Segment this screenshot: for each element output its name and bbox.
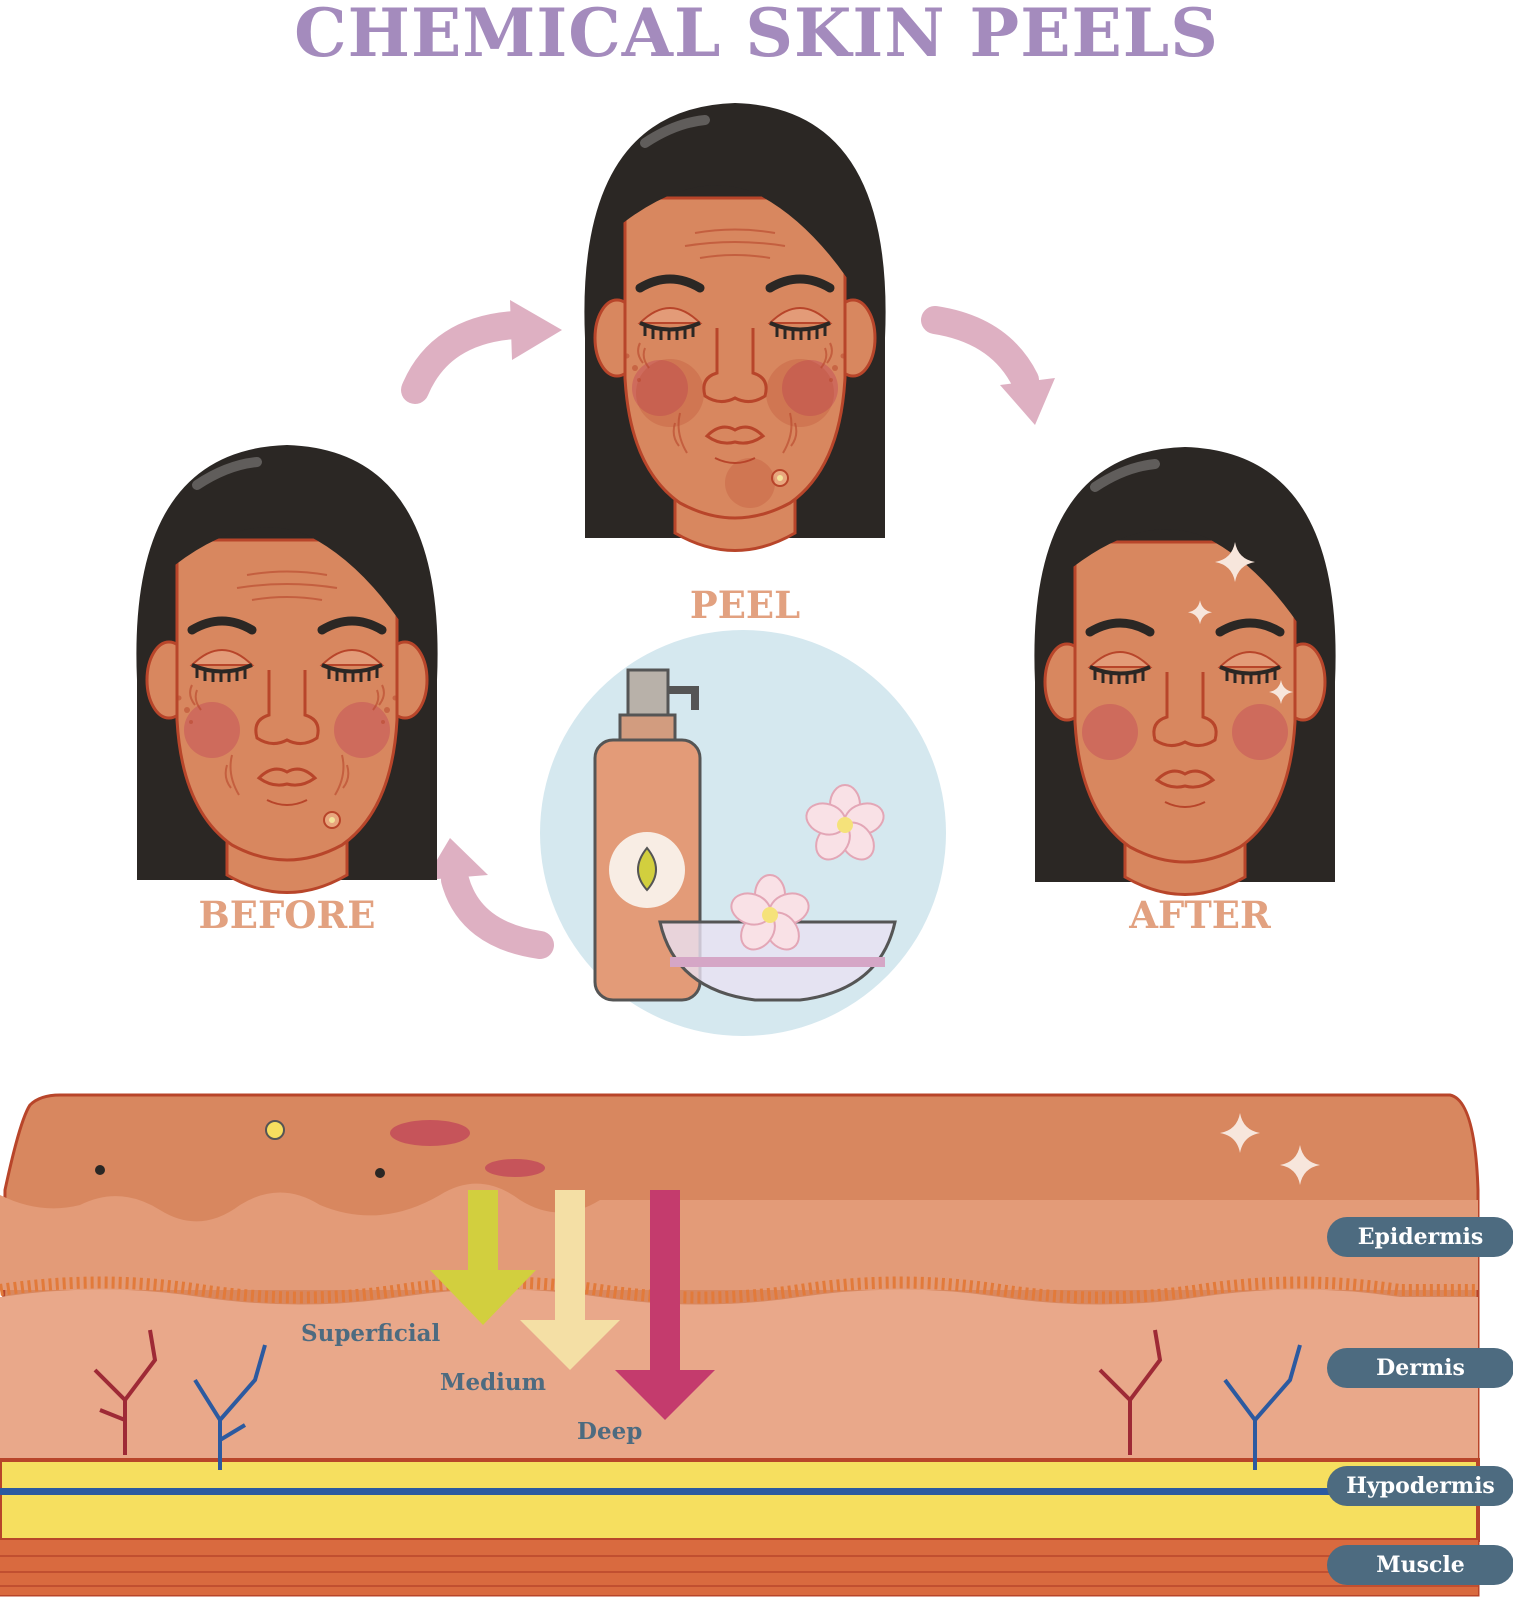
stage-label-peel: PEEL bbox=[689, 583, 801, 627]
glass-bowl-icon bbox=[658, 920, 897, 1002]
page-title: CHEMICAL SKIN PEELS bbox=[294, 0, 1219, 72]
layer-label-epidermis: Epidermis bbox=[1327, 1217, 1513, 1257]
face-before bbox=[136, 445, 437, 893]
cycle-arrow-center-to-before bbox=[441, 866, 554, 959]
depth-label-superficial: Superficial bbox=[301, 1320, 441, 1347]
layer-label-hypodermis: Hypodermis bbox=[1327, 1466, 1513, 1506]
depth-arrow-medium bbox=[520, 1190, 620, 1370]
peel-products bbox=[540, 630, 946, 1036]
cycle-arrow-peel-to-after bbox=[921, 306, 1039, 394]
layer-label-dermis: Dermis bbox=[1327, 1348, 1513, 1388]
cycle-arrows bbox=[401, 306, 1039, 959]
skin-cross-section bbox=[0, 1093, 1480, 1597]
stage-label-before: BEFORE bbox=[198, 893, 376, 937]
layer-label-muscle: Muscle bbox=[1327, 1545, 1513, 1585]
depth-arrow-deep bbox=[615, 1190, 715, 1420]
face-after bbox=[1034, 447, 1335, 895]
depth-label-deep: Deep bbox=[577, 1418, 643, 1445]
depth-arrow-superficial bbox=[430, 1190, 536, 1325]
depth-label-medium: Medium bbox=[440, 1369, 546, 1396]
stage-label-after: AFTER bbox=[1129, 893, 1271, 937]
cycle-arrow-before-to-peel bbox=[401, 311, 529, 404]
face-peel bbox=[584, 103, 885, 551]
